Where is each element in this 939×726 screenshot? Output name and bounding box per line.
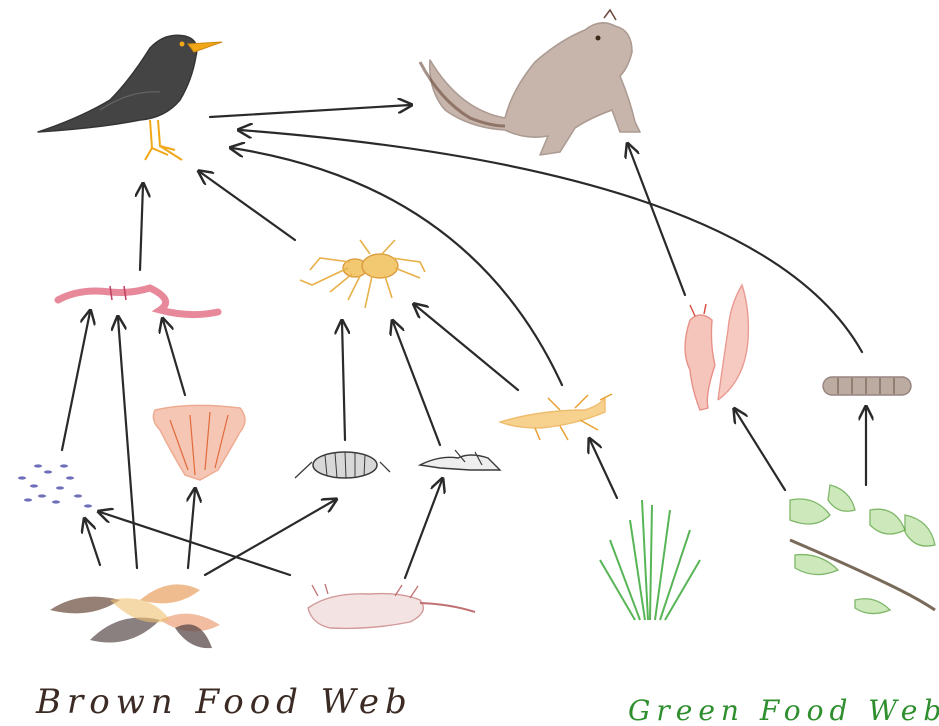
oak-branch-icon [790,485,935,614]
arrow-caterpillar-to-blackbird [240,130,862,352]
arrow-woodlouse-to-spider [342,322,345,440]
grass-icon [600,500,700,620]
arrow-carcass-to-beetle [405,480,442,578]
beetle-icon [420,450,500,470]
arrow-leaves-to-worm [118,318,137,568]
leaf-litter-icon [50,584,220,648]
arrow-leaves-to-bacteria [85,520,100,565]
arrow-squirrel-to-marten [628,145,685,295]
pine-marten-icon [420,10,640,155]
arrow-leaves-to-woodlouse [205,500,335,575]
arrow-bacteria-to-worm [62,312,90,450]
red-squirrel-icon [685,285,748,410]
arrow-leaves-to-fungus [188,490,195,568]
bacteria-icon [18,464,92,507]
arrow-beetle-to-spider [393,322,440,445]
green-food-web-caption: Green Food Web [628,694,939,726]
arrow-oak-to-squirrel [735,410,785,490]
arrow-fungus-to-worm [163,320,185,395]
carcass-icon [308,584,475,628]
grasshopper-icon [500,394,612,440]
arrow-blackbird-to-marten [210,105,410,117]
brown-food-web-caption: Brown Food Web [35,682,413,722]
blackbird-icon [38,35,222,160]
earthworm-icon [58,286,218,315]
arrow-spider-to-blackbird [200,172,295,240]
fungus-icon [153,405,245,480]
arrow-grasshopper-to-spider [415,305,518,390]
arrow-worm-to-blackbird [140,185,143,270]
spider-icon [300,240,425,308]
arrow-grass-to-grasshopper [590,440,617,498]
woodlouse-icon [295,452,390,478]
caterpillar-icon [823,377,911,395]
